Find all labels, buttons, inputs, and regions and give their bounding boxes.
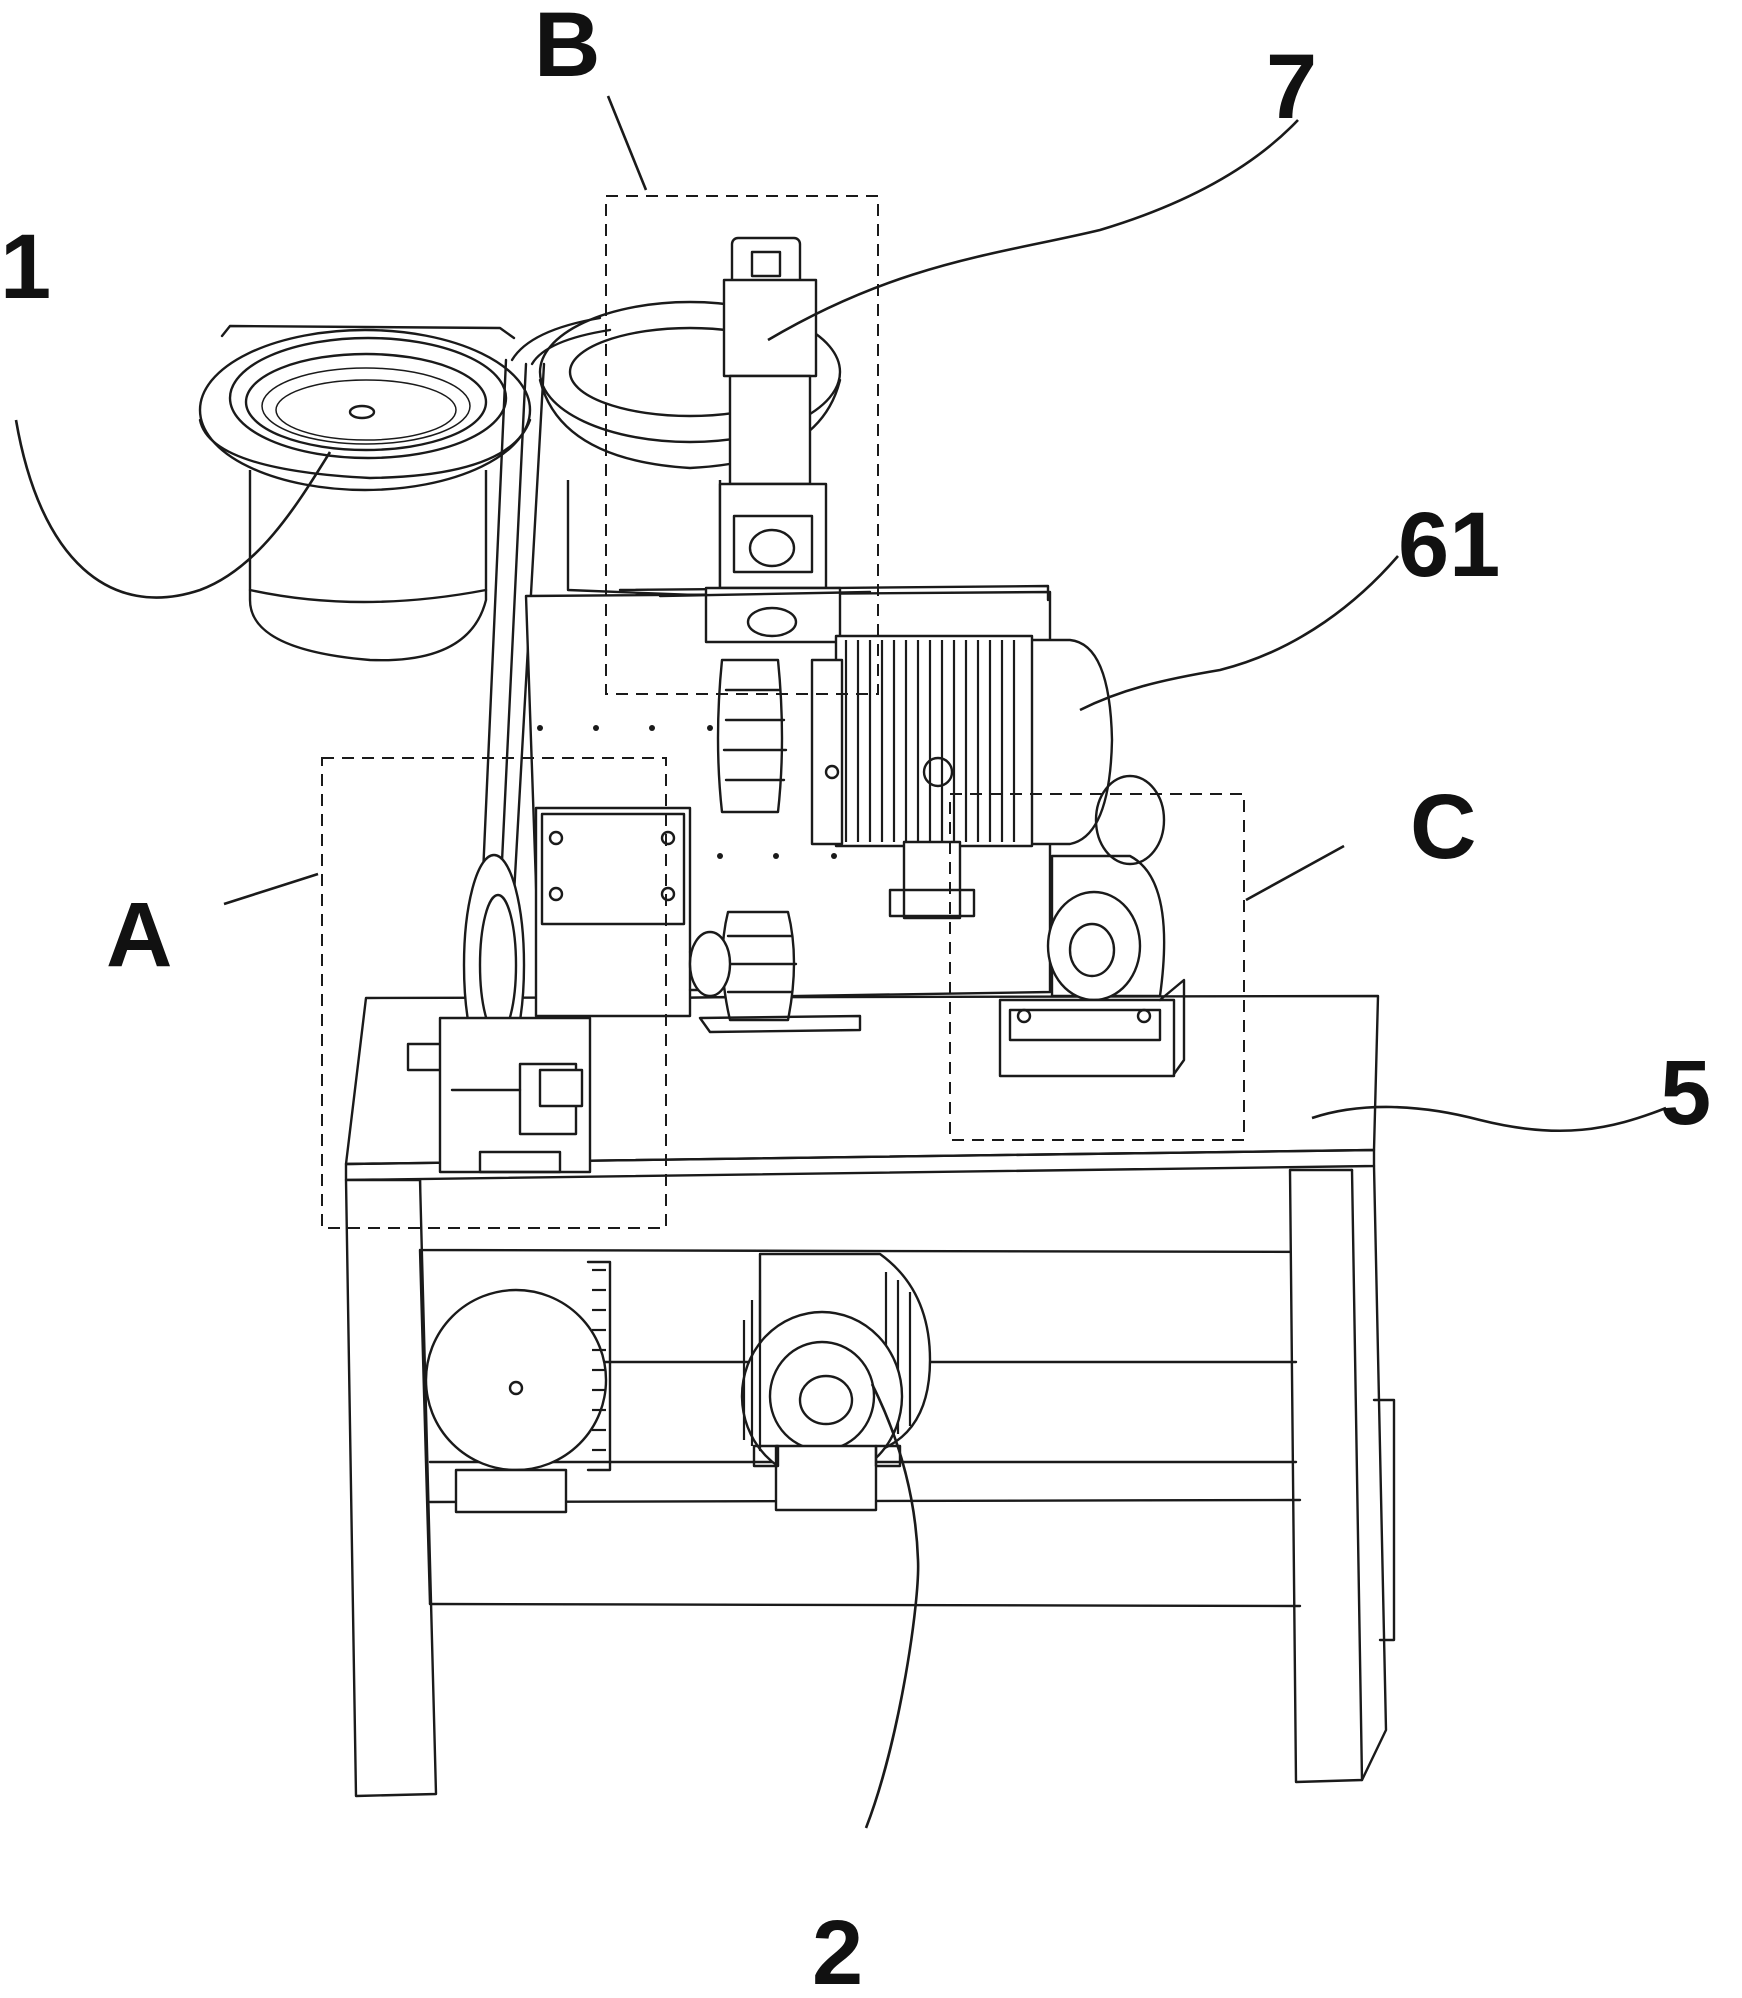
detail-box-a: [321, 757, 667, 1229]
servo-motor: [658, 236, 872, 644]
main-motor: [810, 634, 1114, 920]
feed-wheel-assembly: [406, 806, 714, 1174]
label-5: 5: [1660, 1042, 1711, 1144]
vibratory-bowl-left: [198, 324, 532, 662]
label-61: 61: [1398, 494, 1500, 596]
lower-pulley: [424, 1260, 612, 1514]
detail-box-b: [605, 195, 879, 695]
label-7: 7: [1266, 36, 1317, 138]
label-b: B: [534, 0, 600, 96]
gearbox: [998, 774, 1186, 1078]
detail-box-c: [949, 793, 1245, 1141]
label-2: 2: [812, 1902, 863, 1998]
belt-pulleys: [688, 658, 862, 1034]
label-1: 1: [0, 216, 51, 318]
leader-lines: [14, 95, 1667, 1829]
lower-motor: [740, 1252, 932, 1512]
label-a: A: [106, 884, 172, 986]
label-c: C: [1410, 776, 1476, 878]
